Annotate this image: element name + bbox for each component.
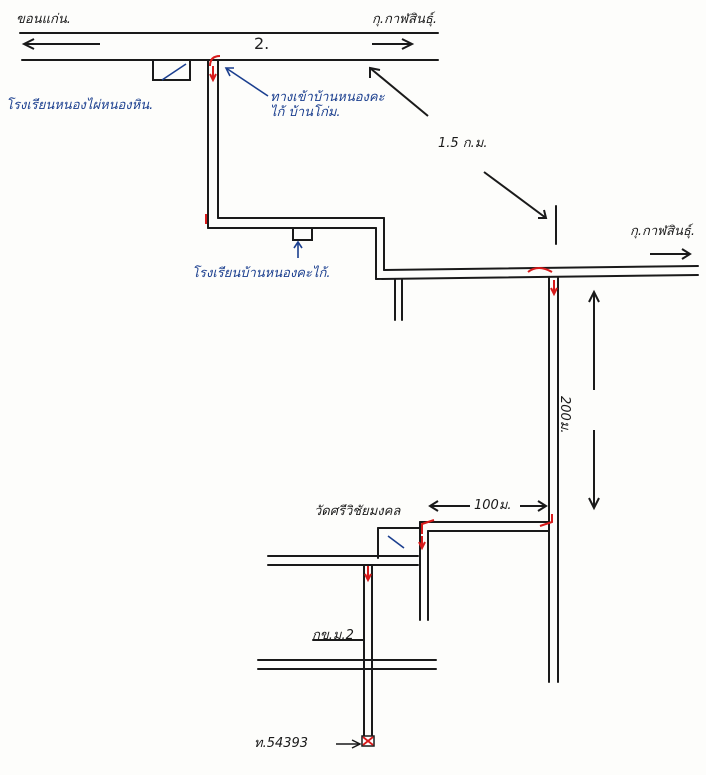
label-nong-phai-school: โรงเรียนหนองไผ่หนองหิน. xyxy=(6,98,154,113)
destination-marker-icon xyxy=(336,735,375,749)
label-khon-kaen: ขอนแก่น. xyxy=(16,12,71,27)
east-road-bottom-edge xyxy=(375,274,699,280)
label-kalasin-right: กุ.กาฬสินธุ์. xyxy=(630,224,695,239)
label-dist-100: 100ม. xyxy=(474,498,512,513)
label-road-number: 2. xyxy=(254,34,270,53)
school-box-mid xyxy=(292,227,313,241)
label-dist-200: 200ม. xyxy=(557,396,572,434)
label-road-code: กข.ม.2 xyxy=(312,628,354,643)
route-marks xyxy=(205,55,558,583)
school-box-top xyxy=(152,60,191,81)
label-temple: วัดศรีวิชัยมงคล xyxy=(314,504,401,519)
pointer-arrows xyxy=(161,63,405,549)
label-plot: ท.54393 xyxy=(254,736,309,751)
direction-arrows xyxy=(21,38,692,512)
label-village-entrance: ทางเข้าบ้านหนองคะไก้ บ้านโก่ม. xyxy=(270,90,385,120)
label-distance-main: 1.5 ก.ม. xyxy=(438,136,488,151)
label-kalasin-top: กุ.กาฬสินธุ์. xyxy=(372,12,437,27)
label-nong-khu-school: โรงเรียนบ้านหนองคะไก้. xyxy=(192,266,331,281)
